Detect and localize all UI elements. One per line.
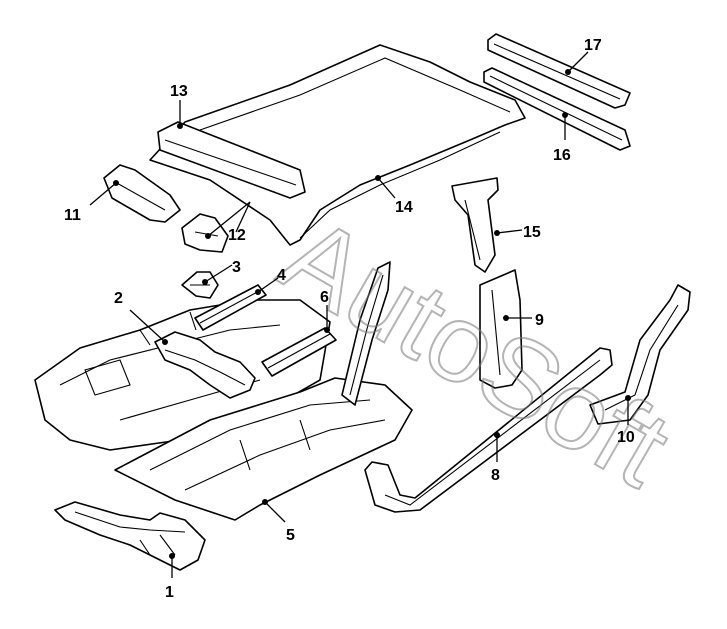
visor-bracket (181, 213, 229, 253)
leader-lines (89, 51, 631, 578)
a-pillar (341, 261, 391, 406)
roof-front-rail (157, 121, 306, 199)
callout-14: 14 (395, 199, 413, 216)
callout-15: 15 (523, 224, 541, 241)
callout-17: 17 (584, 37, 602, 54)
callout-1: 1 (165, 584, 174, 601)
b-pillar-upper-trim (451, 177, 499, 273)
callout-10: 10 (617, 429, 635, 446)
callout-2: 2 (114, 290, 123, 307)
roof-bow-rear (487, 33, 631, 109)
sill-reinforcement (261, 327, 337, 377)
callout-4: 4 (277, 267, 286, 284)
callout-labels: 1 2 3 4 5 6 8 9 10 11 12 13 14 15 16 17 (64, 37, 635, 601)
callout-12: 12 (228, 227, 246, 244)
callout-3: 3 (232, 259, 241, 276)
callout-13: 13 (170, 83, 188, 100)
b-pillar-lower-trim (479, 269, 523, 389)
small-bracket (181, 271, 219, 299)
roof-panel (149, 44, 526, 246)
callout-11: 11 (64, 207, 81, 224)
callout-6: 6 (320, 289, 329, 306)
front-bracket (54, 501, 206, 571)
sun-visor (103, 164, 181, 223)
rear-frame-rail (589, 284, 691, 425)
callout-9: 9 (535, 312, 544, 329)
rocker-panel (364, 347, 613, 513)
roof-bow-front (483, 67, 631, 151)
front-floor-panel (114, 377, 413, 521)
floor-crossmember (154, 331, 256, 399)
seat-rail (194, 284, 267, 331)
callout-16: 16 (553, 147, 571, 164)
callout-8: 8 (491, 467, 500, 484)
callout-5: 5 (286, 527, 295, 544)
